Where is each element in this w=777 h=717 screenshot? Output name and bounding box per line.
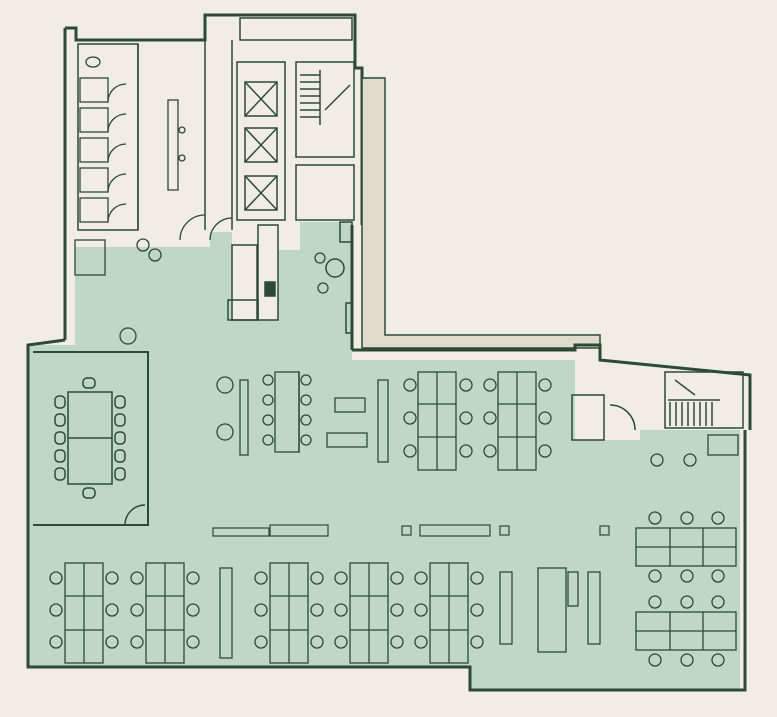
task-chairs <box>49 238 725 667</box>
east-stair <box>571 371 744 441</box>
elevator-2 <box>244 127 278 163</box>
desk-cluster-south <box>64 527 737 664</box>
stair-core-north <box>295 61 355 158</box>
meeting-room <box>33 351 149 526</box>
core-outer-wall <box>63 13 364 340</box>
desk-cluster-center <box>119 327 537 471</box>
north-core <box>63 13 364 340</box>
restroom-stalls <box>79 56 186 223</box>
core-top-room <box>239 17 353 41</box>
east-wall-strip <box>361 77 601 349</box>
north-stair-treads <box>300 70 351 125</box>
shaft-north <box>295 164 355 221</box>
elevator-cars <box>244 81 278 211</box>
conference-chairs <box>54 377 126 499</box>
misc-details <box>74 214 739 456</box>
elevator-bank <box>236 61 286 221</box>
kitchen <box>227 221 353 334</box>
elevator-1 <box>244 81 278 117</box>
floor-area <box>28 222 740 690</box>
elevator-3 <box>244 175 278 211</box>
storage-row <box>212 524 610 537</box>
open-office-floor <box>28 222 740 690</box>
